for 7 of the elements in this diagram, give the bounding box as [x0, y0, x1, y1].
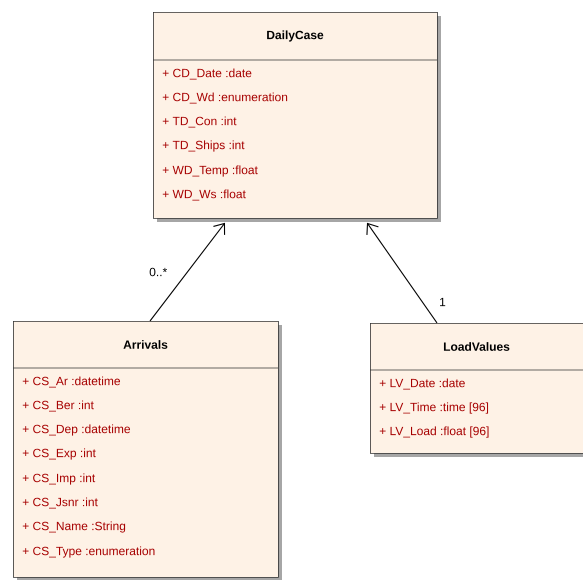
association-arrow: [366, 222, 438, 324]
class-box: DailyCase + CD_Date :date + CD_Wd :enumeration + TD_Con :int + TD_Ships :int + WD_Temp :float + WD_Ws :float: [152, 12, 438, 219]
association-arrow: [150, 222, 226, 322]
class-box: LoadValues + LV_Date :date + LV_Time :time [96] + LV_Load :float [96]: [370, 323, 583, 454]
class-box: Arrivals + CS_Ar :datetime + CS_Ber :int + CS_Dep :datetime + CS_Exp :int + CS_Imp :int + CS_Jsnr :int + CS_Name :String + CS_Type :enumeration: [12, 321, 279, 578]
multiplicity-label: 0..*: [150, 268, 168, 276]
multiplicity-label: 1: [440, 298, 446, 306]
